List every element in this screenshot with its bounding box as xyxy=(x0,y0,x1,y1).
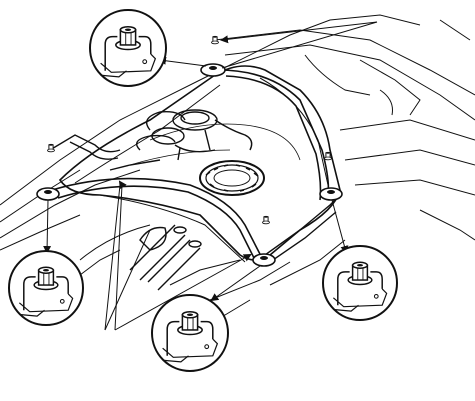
mount-point-right xyxy=(319,187,343,201)
callout-right-detail xyxy=(322,245,398,321)
tank-cross-member xyxy=(264,194,341,263)
mount-point-left xyxy=(36,187,60,201)
mount-point-top xyxy=(200,63,226,77)
bolt-icon xyxy=(262,215,270,225)
fuel-pump-unit xyxy=(199,160,265,196)
tank-strap-right xyxy=(217,69,330,201)
tank-fittings-hoses xyxy=(49,109,253,171)
leader-lines xyxy=(43,21,378,331)
callout-left-detail xyxy=(8,250,84,326)
tank-strap-left xyxy=(51,177,263,263)
fuel-tank xyxy=(58,65,341,263)
bolt-icon xyxy=(211,35,219,45)
exhaust-pipe xyxy=(129,224,202,291)
mount-point-bottom xyxy=(252,253,276,267)
callout-bottom-detail xyxy=(151,294,229,372)
bolt-icon xyxy=(47,143,55,153)
callout-top-detail xyxy=(89,9,167,87)
bolt-icon xyxy=(324,151,332,161)
